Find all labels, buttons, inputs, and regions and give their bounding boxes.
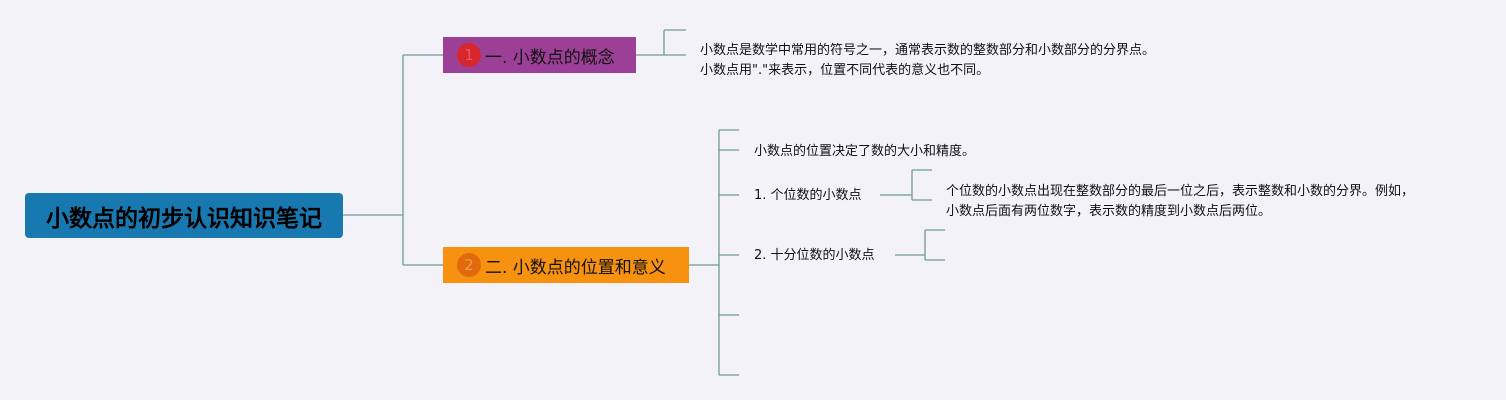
branch-node-position[interactable]: 2 二. 小数点的位置和意义 [443, 247, 689, 283]
ones-decimal-note: 个位数的小数点出现在整数部分的最后一位之后，表示整数和小数的分界。例如，小数点后… [946, 184, 1415, 219]
concept-note-line-2: 小数点用"."来表示，位置不同代表的意义也不同。 [700, 63, 990, 78]
branch-label: 二. 小数点的位置和意义 [485, 257, 666, 278]
root-node[interactable]: 小数点的初步认识知识笔记 [25, 193, 343, 238]
branch-node-concept[interactable]: 1 一. 小数点的概念 [443, 37, 636, 73]
connector-item1-bracket [911, 169, 932, 201]
connector-branch2-children [719, 129, 739, 376]
position-intro: 小数点的位置决定了数的大小和精度。 [754, 144, 976, 159]
number-1-icon: 1 [457, 43, 481, 67]
connector-branch1-bracket [663, 29, 686, 56]
connector-item2-bracket [924, 229, 945, 261]
concept-note-line-1: 小数点是数学中常用的符号之一，通常表示数的整数部分和小数部分的分界点。 [700, 43, 1156, 58]
item-tenths-decimal[interactable]: 2. 十分位数的小数点 [754, 248, 875, 263]
branch-label: 一. 小数点的概念 [485, 47, 615, 68]
root-title: 小数点的初步认识知识笔记 [46, 205, 322, 232]
number-2-icon: 2 [457, 253, 481, 277]
concept-note: 小数点是数学中常用的符号之一，通常表示数的整数部分和小数部分的分界点。 小数点用… [700, 41, 1155, 81]
item-ones-decimal[interactable]: 1. 个位数的小数点 [754, 188, 862, 203]
